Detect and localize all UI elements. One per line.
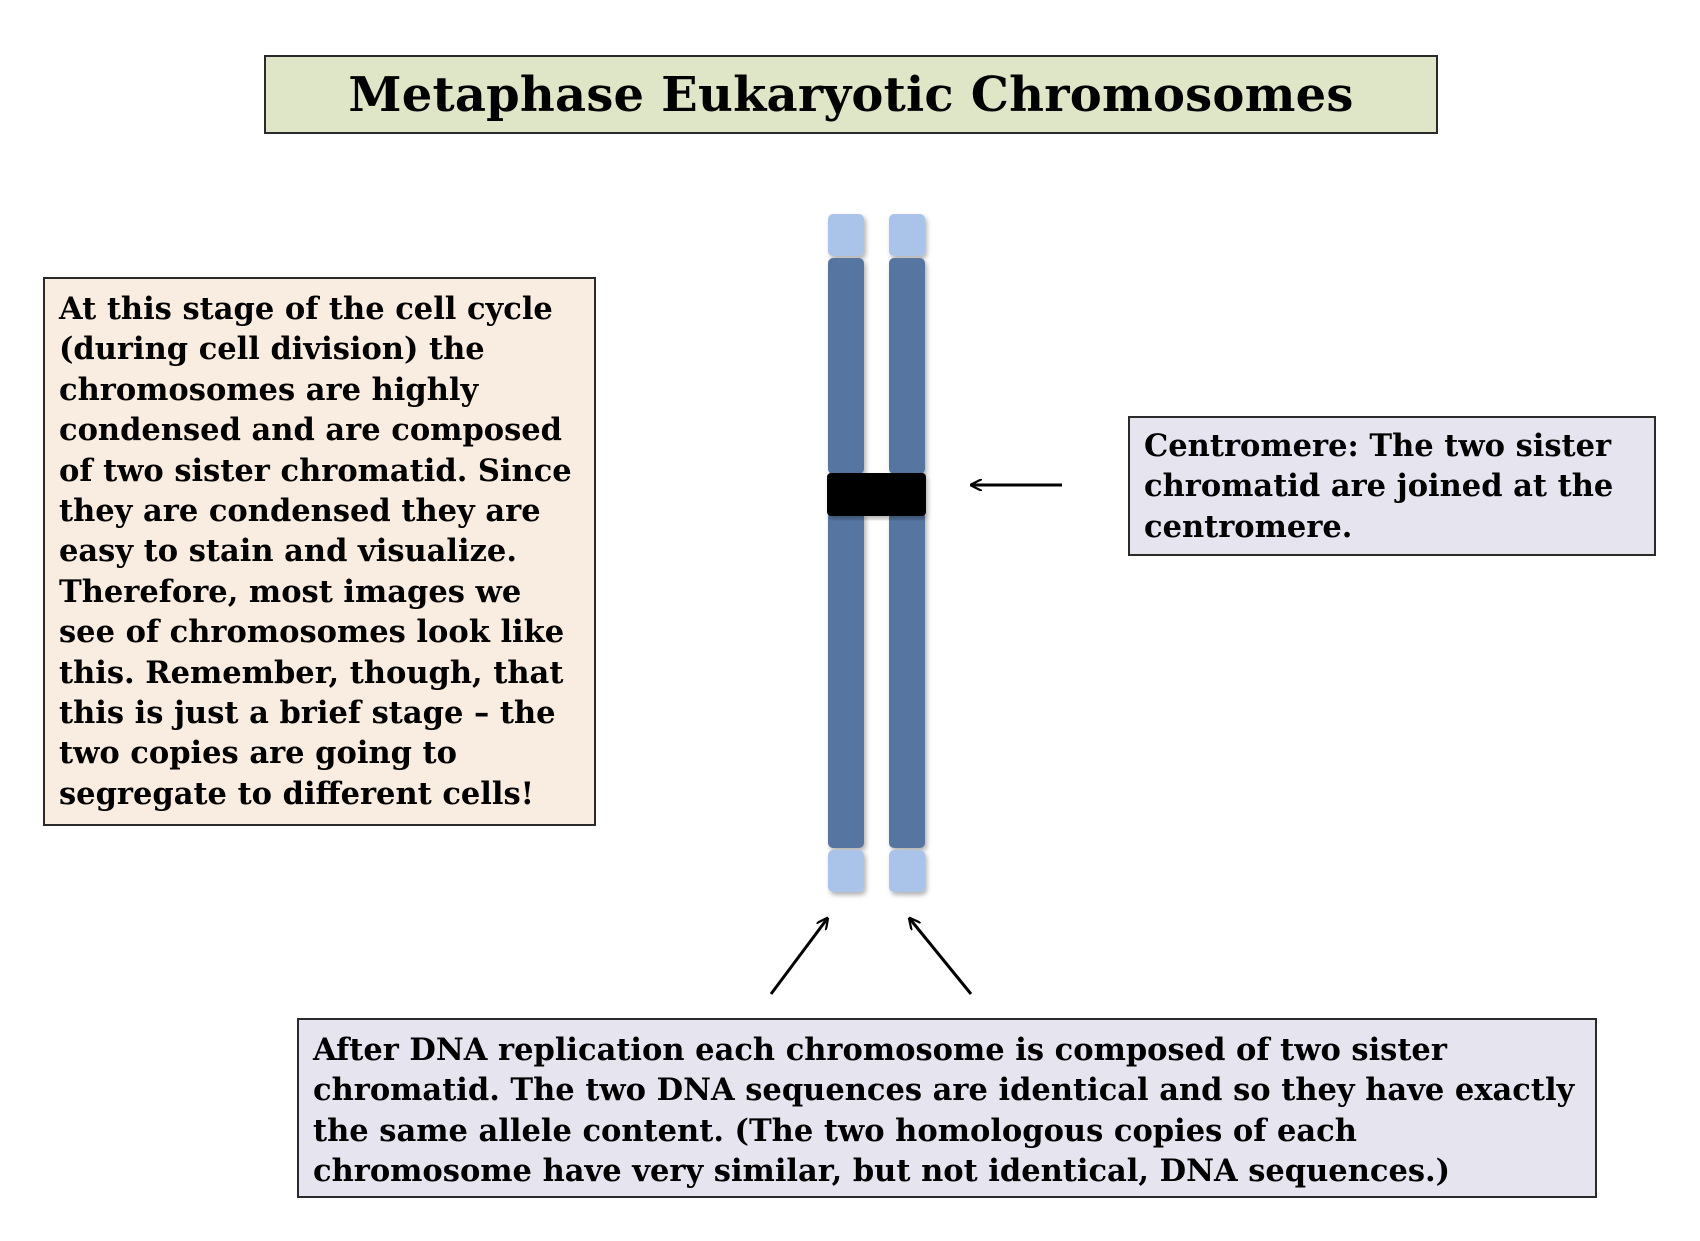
note-line: chromatid. The two DNA sequences are ide… — [313, 1072, 1575, 1109]
note-line: Centromere: The two sister — [1144, 428, 1612, 464]
upper-arm — [828, 258, 864, 474]
centromere — [827, 473, 926, 516]
title-banner: Metaphase Eukaryotic Chromosomes — [264, 55, 1438, 134]
centromere-note: Centromere: The two sister chromatid are… — [1128, 416, 1656, 556]
note-line: chromatid are joined at the — [1144, 468, 1614, 505]
page-title: Metaphase Eukaryotic Chromosomes — [348, 66, 1354, 123]
note-line: chromosomes are highly — [59, 371, 479, 408]
note-line: (during cell division) the — [59, 331, 485, 368]
note-line: they are condensed they are — [59, 493, 541, 530]
note-line: centromere. — [1144, 508, 1353, 545]
note-line: condensed and are composed — [59, 412, 563, 449]
upper-arm — [889, 258, 925, 474]
note-line: this. Remember, though, that — [59, 654, 564, 691]
bottom-telomere — [828, 850, 864, 892]
note-line: At this stage of the cell cycle — [59, 291, 553, 327]
note-line: this is just a brief stage – the — [59, 695, 556, 732]
note-line: two copies are going to — [59, 735, 457, 772]
note-line: see of chromosomes look like — [59, 614, 565, 651]
note-line: Therefore, most images we — [59, 573, 522, 610]
lower-arm — [889, 512, 925, 848]
cell-cycle-note: At this stage of the cell cycle (during … — [43, 277, 596, 826]
top-telomere — [889, 214, 925, 256]
note-line: the same allele content. (The two homolo… — [313, 1112, 1357, 1149]
note-line: of two sister chromatid. Since — [59, 452, 572, 489]
right-sister-chromatid — [889, 214, 925, 892]
left-sister-chromatid — [828, 214, 864, 892]
right-chromatid-arrow-icon — [910, 919, 973, 995]
left-chromatid-arrow-icon — [769, 919, 827, 995]
replication-note: After DNA replication each chromosome is… — [297, 1018, 1597, 1198]
lower-arm — [828, 512, 864, 848]
note-line: easy to stain and visualize. — [59, 533, 517, 570]
note-line: After DNA replication each chromosome is… — [313, 1032, 1447, 1068]
top-telomere — [828, 214, 864, 256]
bottom-telomere — [889, 850, 925, 892]
note-line: segregate to different cells! — [59, 775, 535, 812]
note-line: chromosome have very similar, but not id… — [313, 1153, 1451, 1190]
